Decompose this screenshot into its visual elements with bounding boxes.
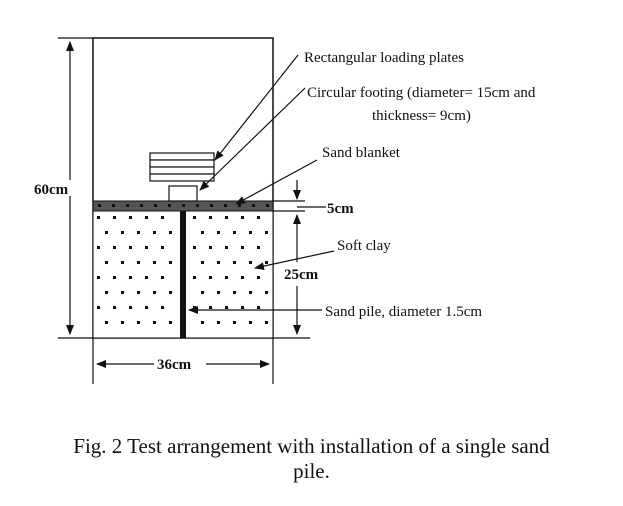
blanket-thickness-dimension [273,180,326,212]
footing-label-line2: thickness= 9cm) [372,108,471,124]
figure-caption: Fig. 2 Test arrangement with installatio… [0,434,623,484]
clay-dot-pattern [97,216,268,324]
clay-leader-line [254,250,335,271]
clay-depth-dimension [273,214,310,339]
footing-leader-line [199,87,306,191]
rectangular-loading-plates [149,152,215,182]
clay-label: Soft clay [337,238,391,254]
blanket-dot-pattern [98,204,269,207]
width-label: 36cm [157,357,192,373]
height-dimension [58,37,93,339]
footing-label-line1: Circular footing (diameter= 15cm and [307,85,536,101]
plates-label: Rectangular loading plates [304,50,464,66]
pile-label: Sand pile, diameter 1.5cm [325,304,482,320]
clay-depth-label: 25cm [284,267,319,283]
height-label: 60cm [34,182,69,198]
sand-pile [180,211,186,338]
blanket-thickness-label: 5cm [327,201,354,217]
blanket-label: Sand blanket [322,145,401,161]
width-dimension [92,338,274,384]
caption-line-1: Fig. 2 Test arrangement with installatio… [73,434,550,458]
circular-footing [168,185,198,202]
plates-leader-line [214,54,299,161]
caption-line-2: pile. [293,459,330,483]
blanket-leader-line [235,159,318,205]
